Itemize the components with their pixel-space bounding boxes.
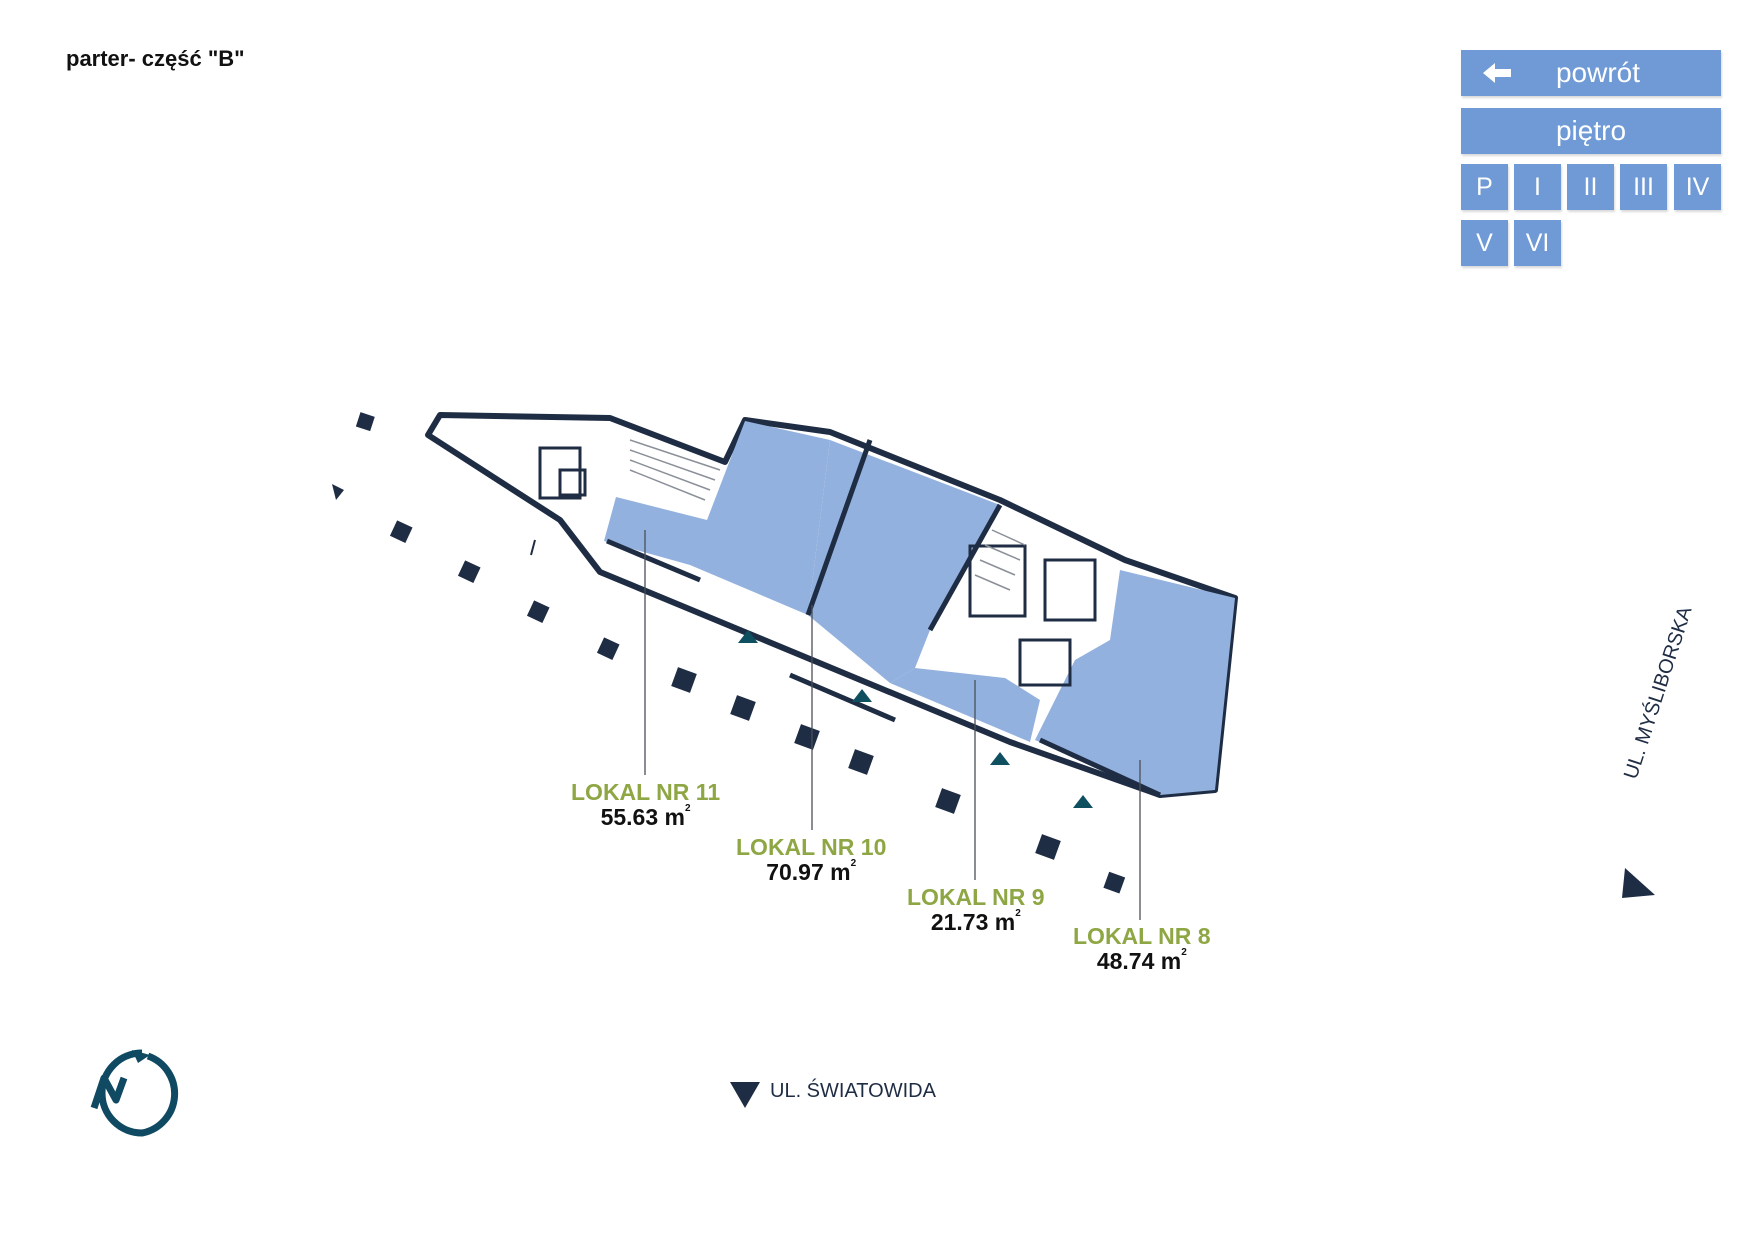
unit-10-label[interactable]: LOKAL NR 10 70.97 m2 (736, 834, 887, 886)
floor-button-iii[interactable]: III (1620, 164, 1667, 210)
leader-lines (644, 530, 1141, 920)
floor-button-iv[interactable]: IV (1674, 164, 1721, 210)
interior-walls (606, 439, 1162, 798)
unit-11-area[interactable] (604, 421, 830, 615)
unit-9-name: LOKAL NR 9 (907, 884, 1045, 910)
unit-9-area[interactable] (890, 668, 1040, 742)
unit-10-name: LOKAL NR 10 (736, 834, 887, 860)
street-label-south: UL. ŚWIATOWIDA (770, 1080, 936, 1102)
unit-8-area-value: 48.74 m2 (1096, 947, 1187, 975)
unit-11-name: LOKAL NR 11 (571, 779, 721, 805)
arrow-left-icon (1483, 63, 1511, 83)
unit-11-label[interactable]: LOKAL NR 11 55.63 m2 (571, 779, 721, 831)
back-button-label: powrót (1555, 57, 1641, 88)
unit-10-area[interactable] (808, 440, 1000, 683)
back-button[interactable]: powrót (1461, 50, 1721, 96)
floor-button-i[interactable]: I (1514, 164, 1561, 210)
floor-button-v[interactable]: V (1461, 220, 1508, 266)
column-row (332, 412, 1126, 894)
floor-header-button[interactable]: piętro (1461, 108, 1721, 154)
staircase (629, 439, 1026, 591)
north-compass-icon (90, 1049, 179, 1137)
unit-8-area[interactable] (1035, 570, 1235, 795)
entrance-markers (738, 630, 1093, 808)
unit-9-label[interactable]: LOKAL NR 9 21.73 m2 (907, 884, 1045, 936)
unit-8-label[interactable]: LOKAL NR 8 48.74 m2 (1073, 923, 1211, 975)
street-south-marker-icon (730, 1082, 760, 1108)
street-east-marker-icon (1622, 868, 1655, 898)
unit-10-area-value: 70.97 m2 (766, 858, 857, 886)
unit-8-name: LOKAL NR 8 (1073, 923, 1211, 949)
service-core (538, 446, 1097, 687)
floor-button-ii[interactable]: II (1567, 164, 1614, 210)
unit-11-area-value: 55.63 m2 (600, 803, 691, 831)
floor-button-p[interactable]: P (1461, 164, 1508, 210)
page-title: parter- część "B" (66, 46, 245, 71)
floor-button-vi[interactable]: VI (1514, 220, 1561, 266)
unit-9-area-value: 21.73 m2 (930, 908, 1021, 936)
